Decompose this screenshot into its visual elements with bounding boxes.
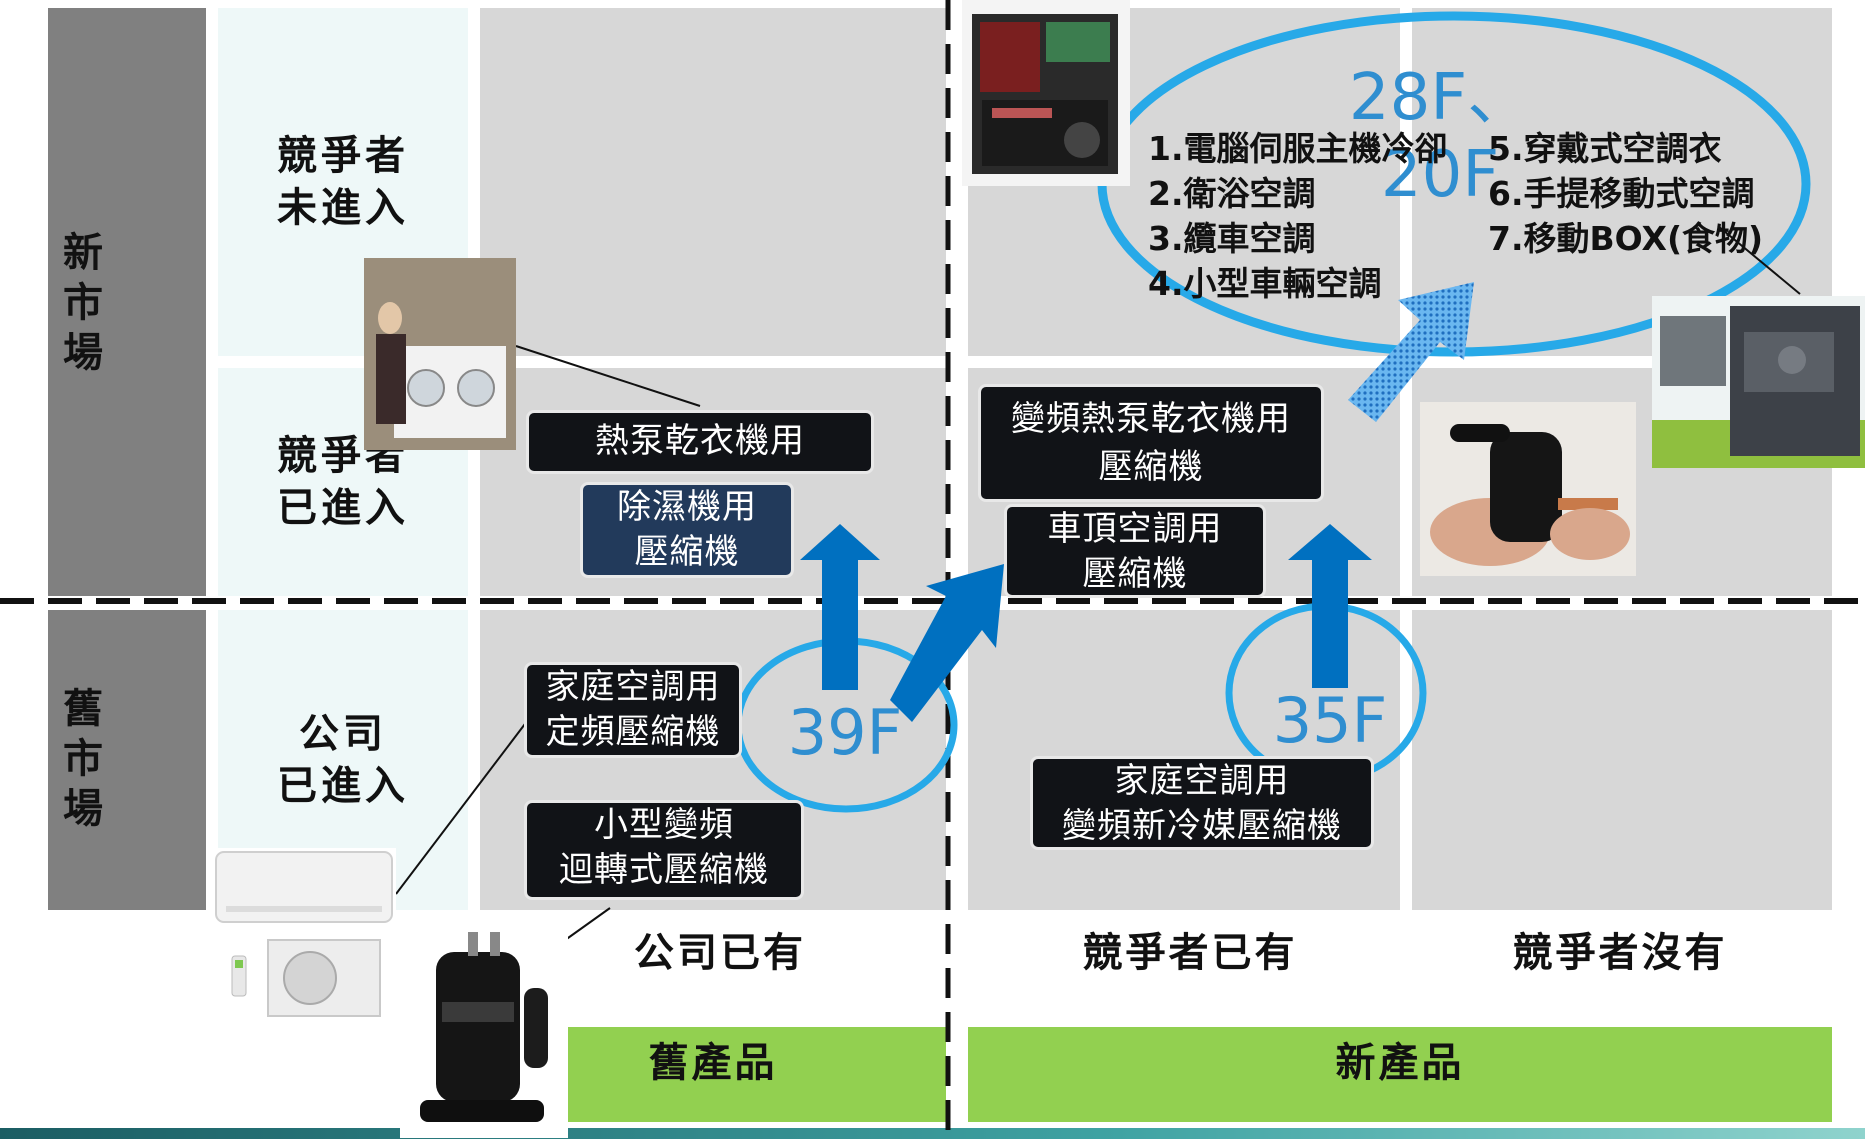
old-product-label: 舊產品 — [648, 1040, 778, 1086]
air-conditioner-photo — [212, 848, 396, 1020]
cell-r3-c3 — [1412, 610, 1832, 910]
side-label-new-market: 新 市 場 — [63, 230, 103, 376]
connector-dryer — [515, 345, 701, 407]
connector-ac — [395, 711, 535, 895]
server-cooling-photo — [962, 0, 1130, 186]
col-label-company-has: 公司已有 — [634, 930, 806, 976]
box-home-ac-fixed: 家庭空調用定頻壓縮機 — [524, 662, 742, 758]
dryer-photo — [364, 258, 516, 450]
new-product-label: 新產品 — [1335, 1040, 1465, 1086]
side-band-old-market — [48, 610, 206, 910]
col-label-competitor-none: 競爭者沒有 — [1512, 930, 1728, 976]
new-product-list-right: 5.穿戴式空調衣 6.手提移動式空調 7.移動BOX(食物) — [1488, 129, 1764, 258]
new-product-bar — [968, 1027, 1832, 1122]
compressor-hand-photo — [1420, 402, 1636, 576]
rotary-compressor-photo — [400, 928, 568, 1138]
box-heat-pump-dryer: 熱泵乾衣機用 — [526, 410, 874, 474]
box-small-rotary: 小型變頻迴轉式壓縮機 — [524, 800, 804, 900]
row-label-company-entered: 公司已進入 — [277, 711, 409, 809]
floor-label-39f: 39F — [787, 696, 903, 769]
box-inverter-dryer: 變頻熱泵乾衣機用壓縮機 — [978, 384, 1324, 502]
bottom-strip — [0, 1128, 1865, 1139]
side-band-new-market — [48, 8, 206, 596]
col-label-competitor-has: 競爭者已有 — [1082, 930, 1298, 976]
box-home-ac-inverter: 家庭空調用變頻新冷媒壓縮機 — [1030, 756, 1374, 850]
cell-r1-c1 — [480, 8, 946, 356]
connector-icebox — [1717, 225, 1801, 295]
arrow-up-35f — [1288, 524, 1372, 688]
arrow-up-39f — [800, 524, 880, 690]
floor-label-35f: 35F — [1272, 684, 1388, 757]
new-product-list-left: 1.電腦伺服主機冷卻 2.衛浴空調 3.纜車空調 4.小型車輛空調 — [1148, 129, 1448, 303]
box-dehumidifier: 除濕機用壓縮機 — [580, 482, 794, 578]
row-label-not-entered: 競爭者未進入 — [277, 133, 409, 231]
ice-box-photo — [1652, 296, 1865, 468]
floor-label-28f-20f: 28F、20F — [1348, 61, 1532, 212]
box-roof-ac: 車頂空調用壓縮機 — [1004, 504, 1266, 598]
side-label-old-market: 舊 市 場 — [63, 686, 103, 832]
arrow-diag-39f — [890, 564, 1004, 722]
arrow-new-products — [1348, 282, 1474, 422]
